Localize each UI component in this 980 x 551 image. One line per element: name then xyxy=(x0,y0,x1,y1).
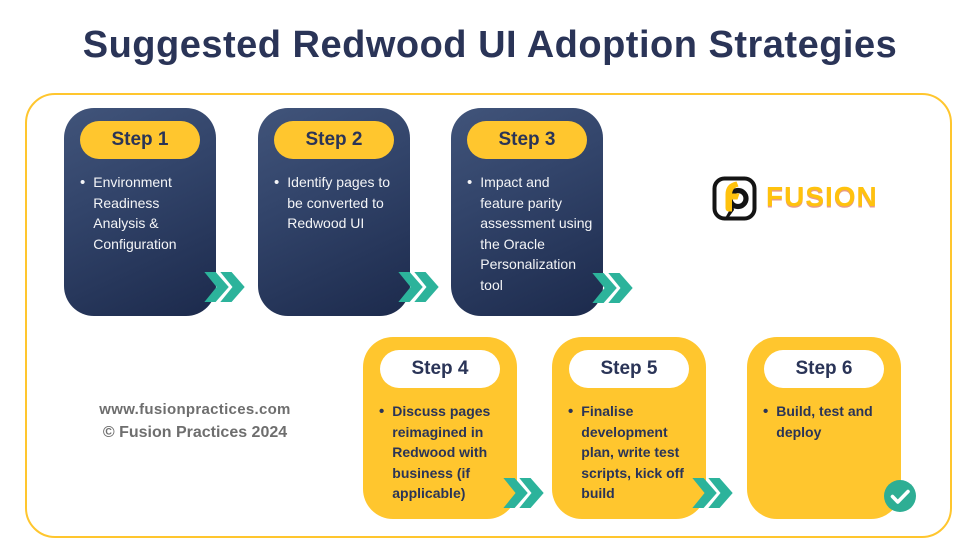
step-label: Step 5 xyxy=(600,358,658,379)
step-bullet: • Finalise development plan, write test … xyxy=(552,388,706,504)
step-pill: Step 2 xyxy=(274,121,394,159)
fusion-logo-icon xyxy=(711,175,758,222)
step-card-5: Step 5 • Finalise development plan, writ… xyxy=(552,337,706,519)
step-card-6: Step 6 • Build, test and deploy xyxy=(747,337,901,519)
brand-name: FUSION xyxy=(766,181,878,212)
step-pill: Step 5 xyxy=(569,350,689,388)
double-chevron-right-icon xyxy=(204,272,246,302)
step-label: Step 2 xyxy=(305,129,363,150)
bullet-dot: • xyxy=(467,174,473,191)
step-bullet: • Impact and feature parity assessment u… xyxy=(451,159,603,295)
step-card-4: Step 4 • Discuss pages reimagined in Red… xyxy=(363,337,517,519)
step-bullet: • Identify pages to be converted to Redw… xyxy=(258,159,410,234)
step-label: Step 4 xyxy=(411,358,469,379)
step-label: Step 6 xyxy=(795,358,853,379)
frame-border xyxy=(25,93,952,538)
step-pill: Step 1 xyxy=(80,121,200,159)
bullet-dot: • xyxy=(274,174,280,191)
bullet-dot: • xyxy=(568,403,574,420)
watermark-copyright: © Fusion Practices 2024 xyxy=(102,424,288,441)
watermark: www.fusionpractices.com © Fusion Practic… xyxy=(55,401,335,442)
step-text: Environment Readiness Analysis & Configu… xyxy=(93,174,177,252)
step-bullet: • Build, test and deploy xyxy=(747,388,901,442)
step-card-2: Step 2 • Identify pages to be converted … xyxy=(258,108,410,316)
step-card-3: Step 3 • Impact and feature parity asses… xyxy=(451,108,603,316)
page-title: Suggested Redwood UI Adoption Strategies xyxy=(82,24,898,66)
bullet-dot: • xyxy=(80,174,86,191)
double-chevron-right-icon xyxy=(592,273,634,303)
step-text: Finalise development plan, write test sc… xyxy=(581,403,684,502)
step-bullet: • Discuss pages reimagined in Redwood wi… xyxy=(363,388,517,504)
double-chevron-right-icon xyxy=(398,272,440,302)
step-label: Step 3 xyxy=(498,129,556,150)
step-text: Identify pages to be converted to Redwoo… xyxy=(287,174,391,232)
watermark-url: www.fusionpractices.com xyxy=(99,401,291,418)
step-text: Impact and feature parity assessment usi… xyxy=(480,174,593,293)
step-pill: Step 6 xyxy=(764,350,884,388)
step-label: Step 1 xyxy=(111,129,169,150)
bullet-dot: • xyxy=(763,403,769,420)
step-pill: Step 3 xyxy=(467,121,587,159)
bullet-dot: • xyxy=(379,403,385,420)
step-pill: Step 4 xyxy=(380,350,500,388)
step-text: Build, test and deploy xyxy=(776,403,873,440)
check-circle-icon xyxy=(883,479,917,513)
double-chevron-right-icon xyxy=(503,478,545,508)
step-card-1: Step 1 • Environment Readiness Analysis … xyxy=(64,108,216,316)
step-bullet: • Environment Readiness Analysis & Confi… xyxy=(64,159,216,254)
double-chevron-right-icon xyxy=(692,478,734,508)
step-text: Discuss pages reimagined in Redwood with… xyxy=(392,403,491,502)
